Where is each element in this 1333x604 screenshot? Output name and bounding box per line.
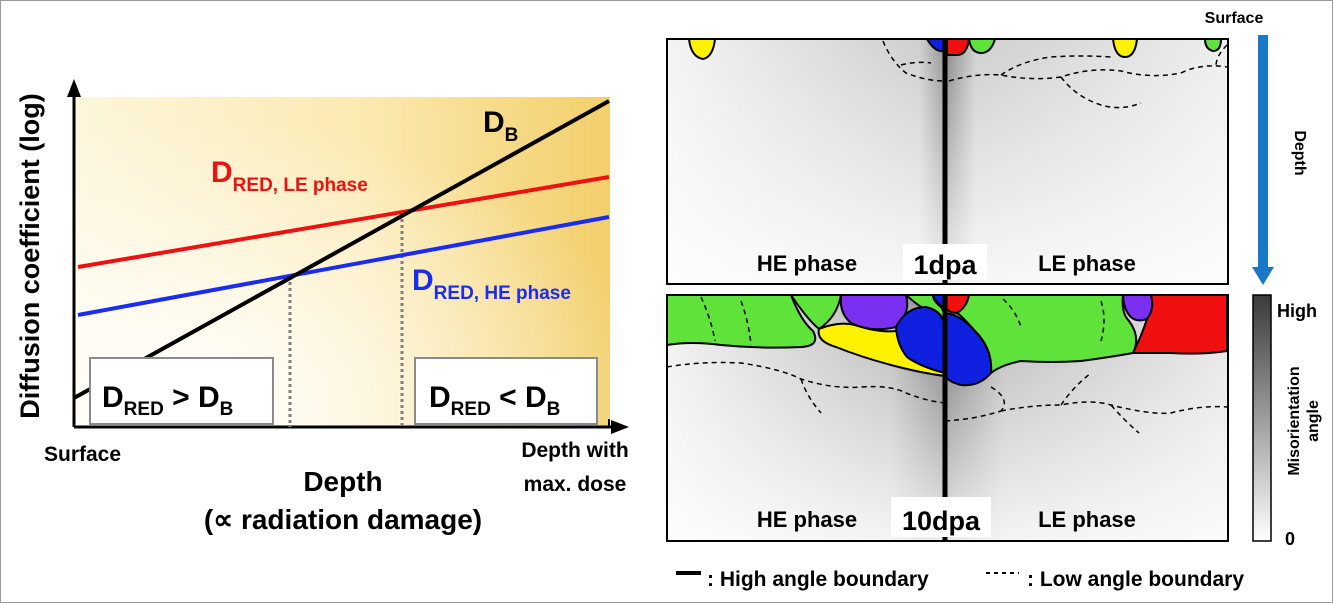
- low-angle-boundaries: [666, 296, 1228, 434]
- dose-label-10dpa: 10dpa: [902, 506, 981, 536]
- surface-label: Surface: [1205, 10, 1264, 27]
- colorbar-gradient: [1252, 294, 1272, 542]
- phase-label-he: HE phase: [757, 507, 857, 532]
- depth-arrow-head-icon: [1252, 267, 1274, 285]
- x-axis-arrow-icon: [611, 420, 629, 434]
- box-d-red-greater: [89, 357, 274, 425]
- panel-10dpa-frame: [666, 294, 1229, 542]
- legend: : High angle boundary : Low angle bounda…: [676, 568, 1244, 591]
- grain-green: [1203, 38, 1223, 53]
- box-d-red-less-text: DRED < DB: [429, 381, 560, 420]
- depth-label: Depth: [1291, 130, 1308, 175]
- grain-yellow: [1111, 38, 1139, 59]
- grain-green: [967, 38, 997, 55]
- grain-green: [666, 294, 817, 349]
- colorbar: High 0 Misorientation angle: [1252, 294, 1322, 549]
- colorbar-title-2: angle: [1305, 400, 1322, 442]
- left-chart: DB DRED, LE phase DRED, HE phase DRED > …: [15, 79, 629, 535]
- y-axis-label: Diffusion coefficient (log): [15, 93, 45, 418]
- colorbar-title-1: Misorientation: [1286, 366, 1303, 475]
- box-d-red-less: [414, 357, 598, 425]
- dose-label-bg: [891, 497, 991, 537]
- colorbar-high-label: High: [1277, 301, 1317, 321]
- depth-arrow-shaft: [1258, 35, 1268, 267]
- label-d-red-le: DRED, LE phase: [211, 156, 368, 196]
- dose-label-bg: [903, 244, 987, 280]
- x-axis-label-1: Depth: [303, 466, 382, 497]
- grain-red: [1131, 294, 1228, 355]
- panel-1dpa: 1dpa HE phase LE phase: [666, 38, 1229, 285]
- line-d-red-he: [77, 215, 610, 317]
- x-axis-end-label-2: max. dose: [524, 473, 627, 496]
- y-axis-arrow-icon: [67, 79, 81, 97]
- low-angle-boundaries: [882, 40, 1228, 109]
- line-d-red-le: [77, 175, 610, 269]
- dose-label-1dpa: 1dpa: [913, 250, 977, 280]
- colorbar-low-label: 0: [1285, 529, 1295, 549]
- depth-arrow: Surface Depth: [1205, 10, 1308, 285]
- phase-label-he: HE phase: [757, 251, 857, 276]
- x-axis-end-label-1: Depth with: [521, 439, 628, 462]
- label-d-b: DB: [483, 106, 518, 146]
- box-d-red-greater-text: DRED > DB: [102, 381, 233, 420]
- panel-10dpa: 10dpa HE phase LE phase: [666, 294, 1229, 542]
- phase-label-le: LE phase: [1038, 251, 1136, 276]
- panel-1dpa-frame: [666, 38, 1229, 285]
- x-axis-label-2: (∝ radiation damage): [204, 504, 482, 535]
- legend-solid-label: : High angle boundary: [707, 568, 929, 591]
- phase-label-le: LE phase: [1038, 507, 1136, 532]
- line-d-b: [73, 99, 610, 400]
- x-axis-start-label: Surface: [44, 443, 121, 466]
- grain-yellow: [687, 38, 717, 61]
- legend-dashed-label: : Low angle boundary: [1027, 568, 1244, 591]
- grain-green: [954, 294, 1138, 376]
- label-d-red-he: DRED, HE phase: [412, 264, 571, 304]
